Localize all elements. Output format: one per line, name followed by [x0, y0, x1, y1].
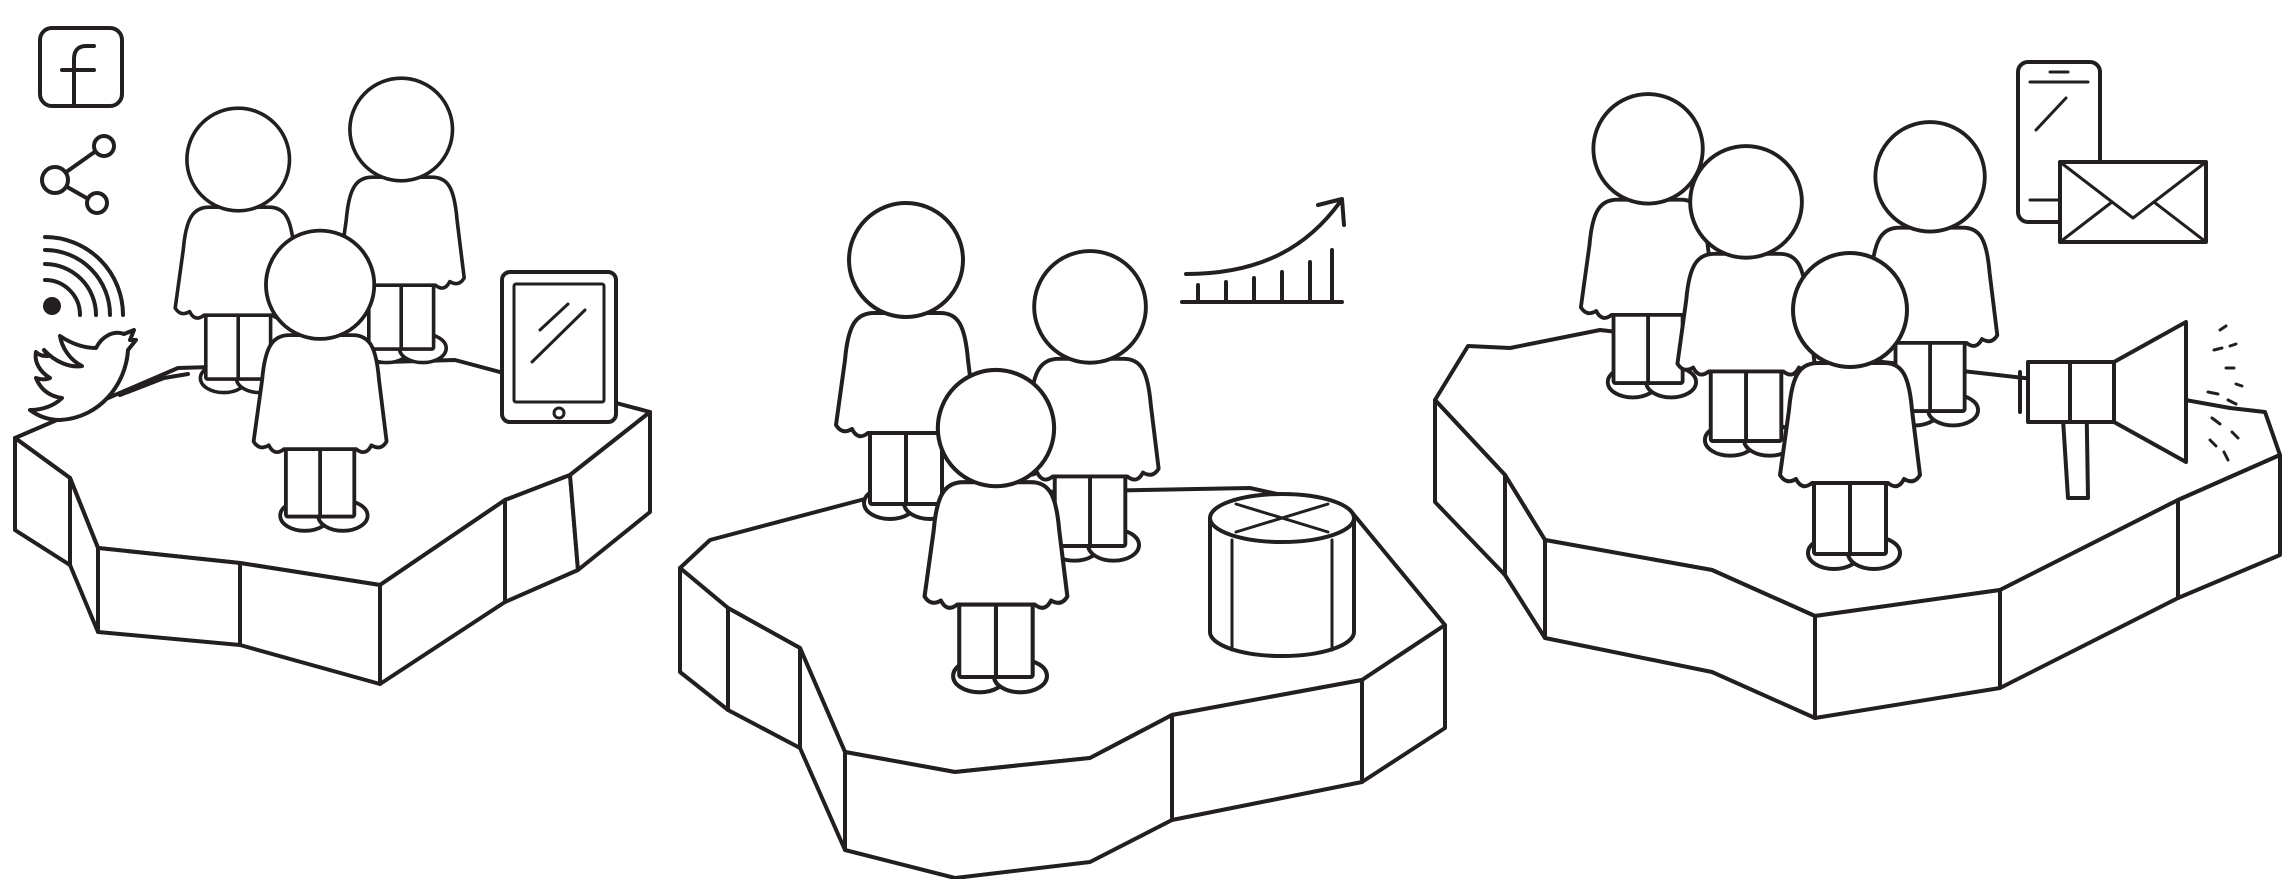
growth-chart-icon	[1180, 197, 1346, 304]
share-icon	[40, 134, 116, 215]
rss-icon	[43, 235, 125, 317]
facebook-icon	[38, 26, 124, 108]
envelope-icon	[2058, 160, 2208, 244]
drum-icon	[1208, 492, 1356, 658]
twitter-icon	[28, 328, 190, 422]
megaphone-icon	[2018, 320, 2244, 500]
left-platform	[13, 358, 652, 686]
tablet-icon	[500, 270, 618, 424]
